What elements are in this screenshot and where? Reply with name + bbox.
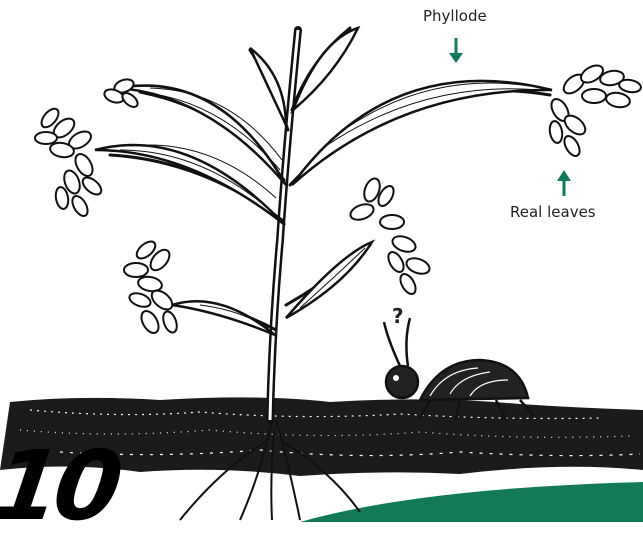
phyllodes [95, 28, 552, 335]
leaflet-cluster-left [35, 106, 104, 219]
page-number: 10 [0, 438, 122, 534]
real-leaves-label: Real leaves [510, 205, 596, 220]
phyllode-label: Phyllode [423, 9, 487, 24]
leaflet-cluster-top-left [103, 77, 141, 110]
leaflet-cluster-mid-left [124, 238, 179, 336]
leaflet-cluster-right [548, 62, 642, 159]
leaflet-cluster-mid-right [348, 176, 431, 296]
question-mark: ? [392, 306, 404, 326]
